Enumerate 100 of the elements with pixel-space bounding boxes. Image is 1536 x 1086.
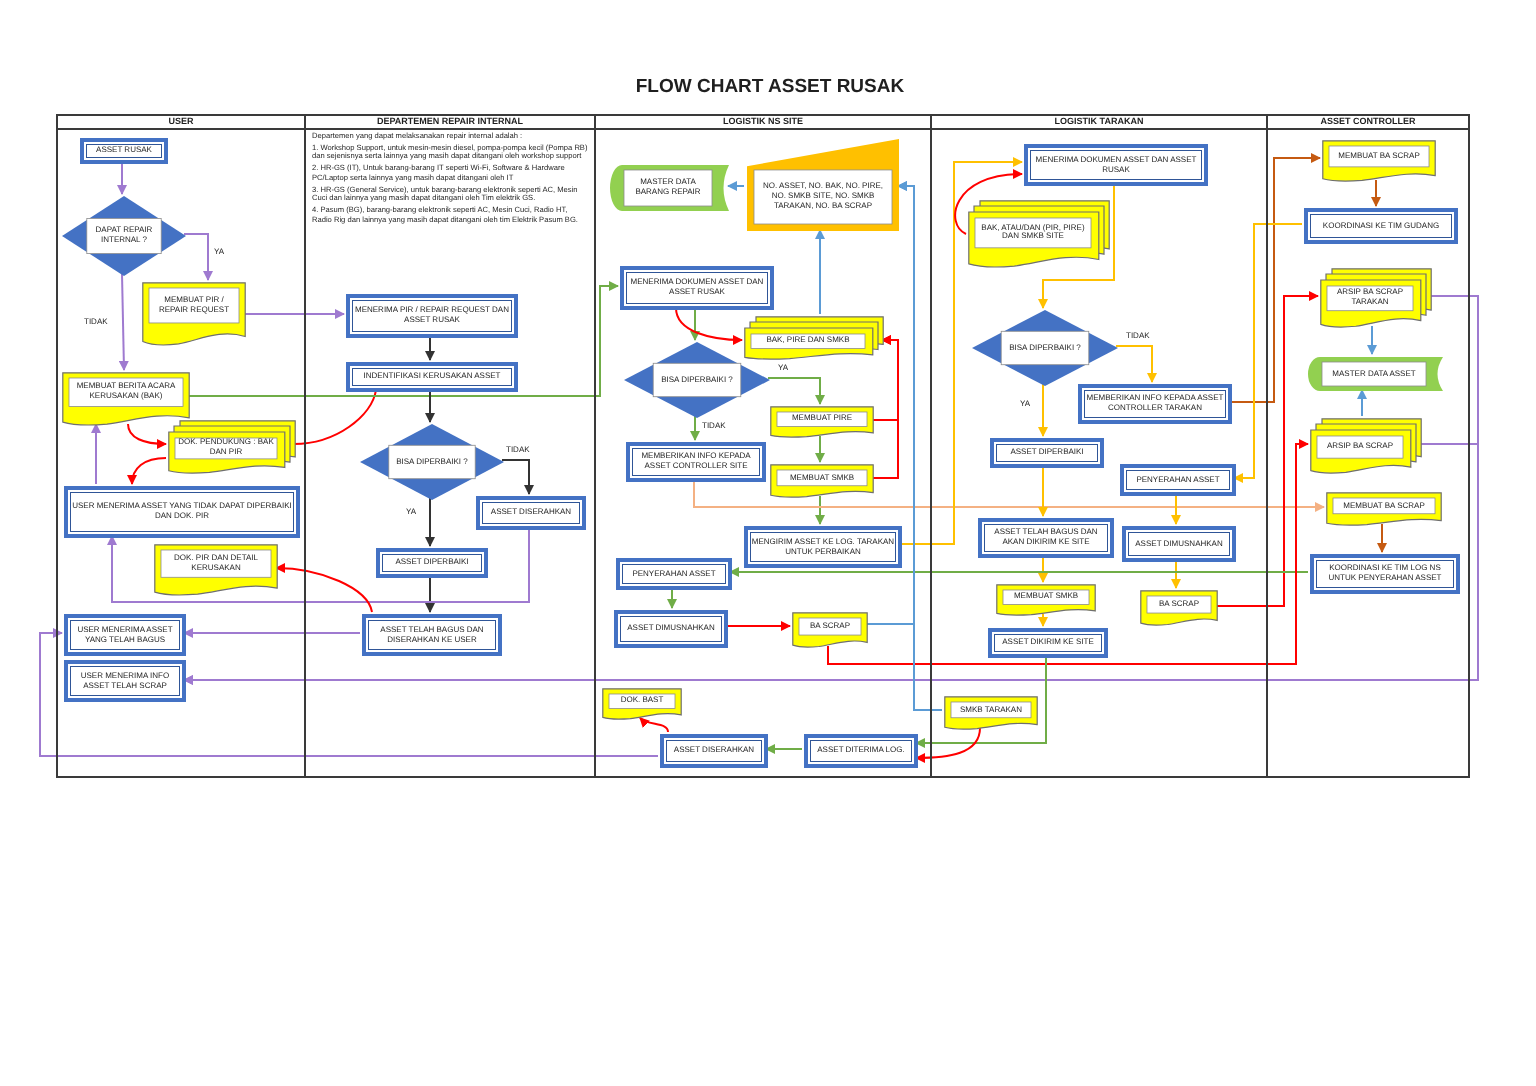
arrow bbox=[954, 169, 1023, 235]
arrow bbox=[1229, 153, 1321, 403]
arrow bbox=[690, 307, 700, 341]
arrow bbox=[725, 621, 791, 631]
decision-diamond bbox=[360, 424, 504, 500]
arrow bbox=[815, 229, 825, 315]
multi-document-shape bbox=[1310, 418, 1422, 474]
manual-input-shape bbox=[746, 138, 900, 232]
arrow bbox=[425, 575, 435, 613]
swimlane bbox=[594, 114, 932, 778]
process-box bbox=[1310, 554, 1460, 594]
process-box bbox=[64, 614, 186, 656]
arrow bbox=[183, 233, 213, 281]
process-box bbox=[660, 734, 768, 768]
process-box bbox=[620, 266, 774, 310]
arrow bbox=[1038, 555, 1048, 583]
process-box bbox=[80, 138, 168, 164]
document-shape bbox=[602, 688, 682, 720]
arrow bbox=[1215, 291, 1319, 607]
multi-document-shape bbox=[1320, 268, 1432, 328]
arrow bbox=[899, 157, 1023, 545]
arrow bbox=[1367, 325, 1377, 355]
document-shape bbox=[792, 612, 868, 648]
process-box bbox=[1122, 526, 1236, 562]
process-box bbox=[1120, 464, 1236, 496]
multi-document-shape bbox=[744, 316, 884, 360]
document-shape bbox=[996, 584, 1096, 616]
document-shape bbox=[1326, 492, 1442, 526]
arrow bbox=[425, 335, 435, 361]
document-shape bbox=[1140, 590, 1218, 626]
arrow bbox=[183, 628, 361, 638]
arrow bbox=[693, 479, 1325, 512]
arrow bbox=[1038, 183, 1115, 309]
arrow bbox=[897, 181, 943, 711]
arrow bbox=[1038, 383, 1048, 437]
arrow bbox=[425, 389, 435, 423]
process-box bbox=[744, 526, 902, 568]
process-box bbox=[616, 558, 732, 590]
arrow bbox=[1371, 179, 1381, 207]
process-box bbox=[1078, 384, 1232, 424]
swimlane bbox=[930, 114, 1268, 778]
arrow bbox=[118, 273, 129, 371]
multi-document-shape bbox=[968, 200, 1110, 268]
arrow bbox=[39, 628, 659, 757]
swimlane bbox=[1266, 114, 1470, 778]
document-shape bbox=[770, 464, 874, 498]
arrow bbox=[729, 567, 1309, 577]
arrow bbox=[767, 377, 825, 405]
decision-diamond bbox=[624, 342, 770, 418]
arrow bbox=[1357, 389, 1367, 417]
arrow bbox=[425, 497, 435, 547]
stored-data-shape bbox=[1308, 356, 1444, 392]
arrow bbox=[1115, 345, 1157, 383]
connector-line bbox=[293, 389, 377, 445]
multi-document-shape bbox=[168, 420, 296, 474]
process-box bbox=[64, 486, 300, 538]
decision-diamond bbox=[62, 196, 186, 276]
arrow bbox=[827, 439, 1309, 665]
process-box bbox=[1024, 144, 1208, 186]
arrow bbox=[815, 495, 825, 525]
arrow bbox=[127, 423, 167, 449]
arrow bbox=[915, 655, 1047, 748]
arrow bbox=[243, 309, 345, 319]
process-box bbox=[346, 294, 518, 338]
arrow bbox=[117, 161, 127, 195]
document-shape bbox=[142, 282, 246, 346]
arrow bbox=[765, 744, 803, 754]
arrow bbox=[675, 307, 743, 345]
arrow bbox=[871, 335, 899, 479]
document-shape bbox=[944, 696, 1038, 730]
arrow bbox=[91, 423, 101, 485]
arrow bbox=[275, 563, 373, 613]
process-box bbox=[614, 610, 728, 648]
arrow bbox=[107, 527, 530, 603]
arrow bbox=[915, 727, 981, 763]
arrow bbox=[1233, 223, 1303, 483]
arrow bbox=[727, 181, 745, 191]
swimlane bbox=[56, 114, 306, 778]
arrow bbox=[127, 457, 167, 485]
arrow bbox=[1038, 465, 1048, 517]
arrow bbox=[1377, 523, 1387, 553]
arrow bbox=[1171, 493, 1181, 525]
chart-title: FLOW CHART ASSET RUSAK bbox=[633, 76, 907, 100]
arrow bbox=[501, 459, 534, 495]
arrow bbox=[690, 415, 700, 441]
process-box bbox=[990, 438, 1104, 468]
arrow bbox=[187, 281, 619, 397]
process-box bbox=[64, 660, 186, 702]
process-box bbox=[346, 362, 518, 392]
document-shape bbox=[770, 406, 874, 438]
process-box bbox=[626, 442, 766, 482]
swimlane bbox=[304, 114, 596, 778]
document-shape bbox=[62, 372, 190, 426]
process-box bbox=[376, 548, 488, 578]
decision-diamond bbox=[972, 310, 1118, 386]
arrow bbox=[815, 435, 825, 463]
arrow bbox=[639, 717, 669, 733]
stored-data-shape bbox=[610, 164, 730, 212]
arrow bbox=[667, 587, 677, 609]
process-box bbox=[978, 518, 1114, 558]
